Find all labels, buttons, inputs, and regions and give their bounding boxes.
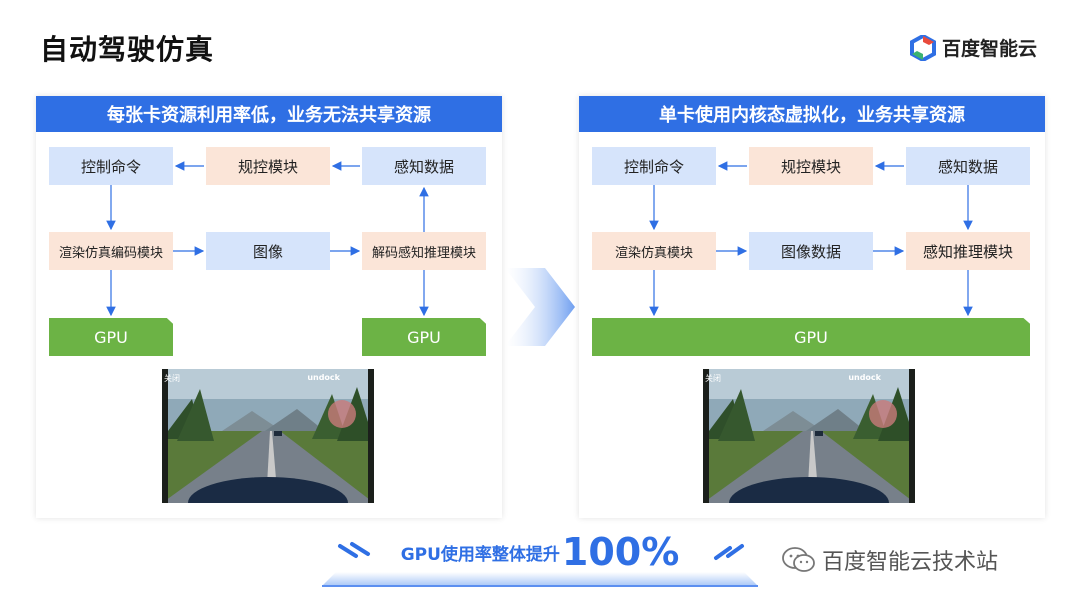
banner-prefix: GPU使用率整体提升 — [400, 544, 560, 565]
driving-scene-image — [162, 369, 374, 503]
right-node-perception: 感知数据 — [906, 147, 1030, 185]
banner-decoration-icon — [322, 542, 758, 587]
screen-close-label[interactable]: 关闭 — [705, 374, 721, 383]
left-node-decode: 解码感知推理模块 — [362, 232, 486, 270]
right-node-inference: 感知推理模块 — [906, 232, 1030, 270]
screen-undock-label[interactable]: undock — [848, 373, 881, 382]
banner-value: 100% — [561, 530, 680, 574]
baidu-cloud-logo-icon — [910, 34, 936, 61]
screen-close-label[interactable]: 关闭 — [164, 374, 180, 383]
right-node-image: 图像数据 — [749, 232, 873, 270]
gpu-usage-banner: GPU使用率整体提升 100% — [322, 528, 758, 588]
left-node-perception: 感知数据 — [362, 147, 486, 185]
logo-text: 百度智能云 — [942, 38, 1038, 60]
right-panel: 单卡使用内核态虚拟化，业务共享资源 控制命令 规控模块 感知数据 渲染仿真模块 … — [579, 96, 1045, 518]
right-flow-arrows — [649, 161, 973, 317]
right-node-render: 渲染仿真模块 — [592, 232, 716, 270]
left-flow-arrows — [106, 161, 429, 317]
screen-undock-label[interactable]: undock — [307, 373, 340, 382]
transition-arrow-icon — [505, 268, 575, 346]
right-node-gpu: GPU — [592, 318, 1030, 356]
right-node-control: 控制命令 — [592, 147, 716, 185]
left-node-image: 图像 — [206, 232, 330, 270]
left-node-control: 控制命令 — [49, 147, 173, 185]
left-node-planning: 规控模块 — [206, 147, 330, 185]
watermark-text: 百度智能云技术站 — [822, 550, 999, 575]
left-panel: 每张卡资源利用率低，业务无法共享资源 控制命令 规控模块 感知数据 渲染仿真编码… — [36, 96, 502, 518]
left-simulation-screenshot: 关闭 undock — [162, 369, 374, 503]
page-title: 自动驾驶仿真 — [40, 33, 215, 66]
left-node-gpu-a: GPU — [49, 318, 173, 356]
wechat-icon — [782, 547, 815, 572]
watermark: 百度智能云技术站 — [782, 544, 998, 576]
right-panel-header: 单卡使用内核态虚拟化，业务共享资源 — [579, 96, 1045, 132]
banner-text: GPU使用率整体提升 100% — [322, 528, 758, 576]
left-node-render: 渲染仿真编码模块 — [49, 232, 173, 270]
right-node-planning: 规控模块 — [749, 147, 873, 185]
left-node-gpu-b: GPU — [362, 318, 486, 356]
right-simulation-screenshot: 关闭 undock — [703, 369, 915, 503]
driving-scene-image — [703, 369, 915, 503]
brand-logo: 百度智能云 — [910, 34, 1037, 61]
left-panel-header: 每张卡资源利用率低，业务无法共享资源 — [36, 96, 502, 132]
